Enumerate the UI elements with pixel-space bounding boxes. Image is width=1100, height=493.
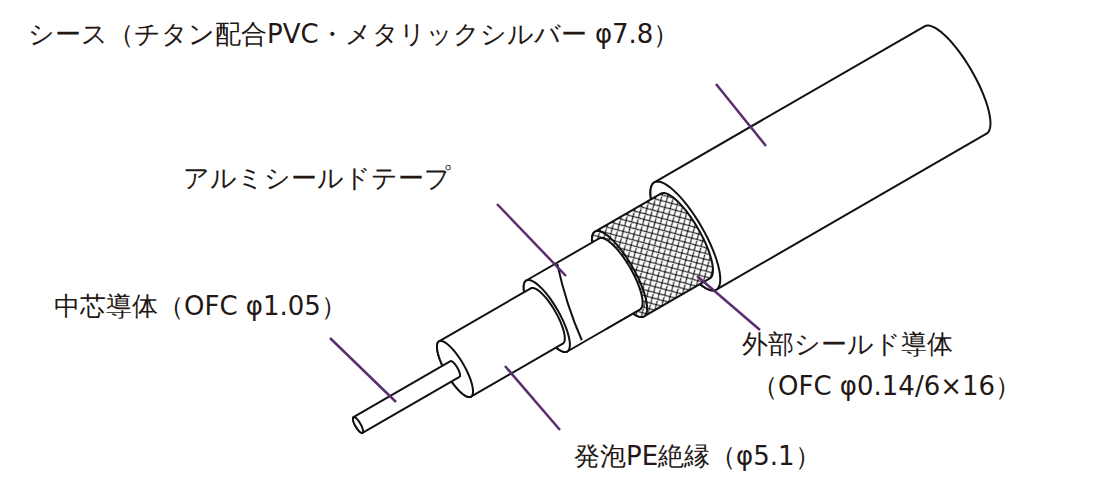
part-label: （OFC φ0.14/6×16）: [752, 370, 1021, 402]
leader-line: [716, 84, 766, 146]
part-label: 中芯導体（OFC φ1.05）: [54, 290, 347, 322]
tape-overlap: [605, 310, 640, 330]
leader-line: [697, 276, 760, 330]
center-conductor-face: [353, 417, 363, 433]
part-label: シース（チタン配合PVC・メタリックシルバー φ7.8）: [28, 18, 679, 50]
part-label: 外部シールド導体: [742, 328, 953, 360]
leader-line: [330, 338, 396, 402]
leader-line: [497, 204, 566, 276]
foam-insulation-body: [437, 288, 565, 397]
part-label: 発泡PE絶縁（φ5.1）: [574, 440, 821, 472]
center-conductor-body: [353, 361, 460, 433]
leader-line: [505, 366, 560, 430]
part-label: アルミシールドテープ: [183, 162, 451, 194]
